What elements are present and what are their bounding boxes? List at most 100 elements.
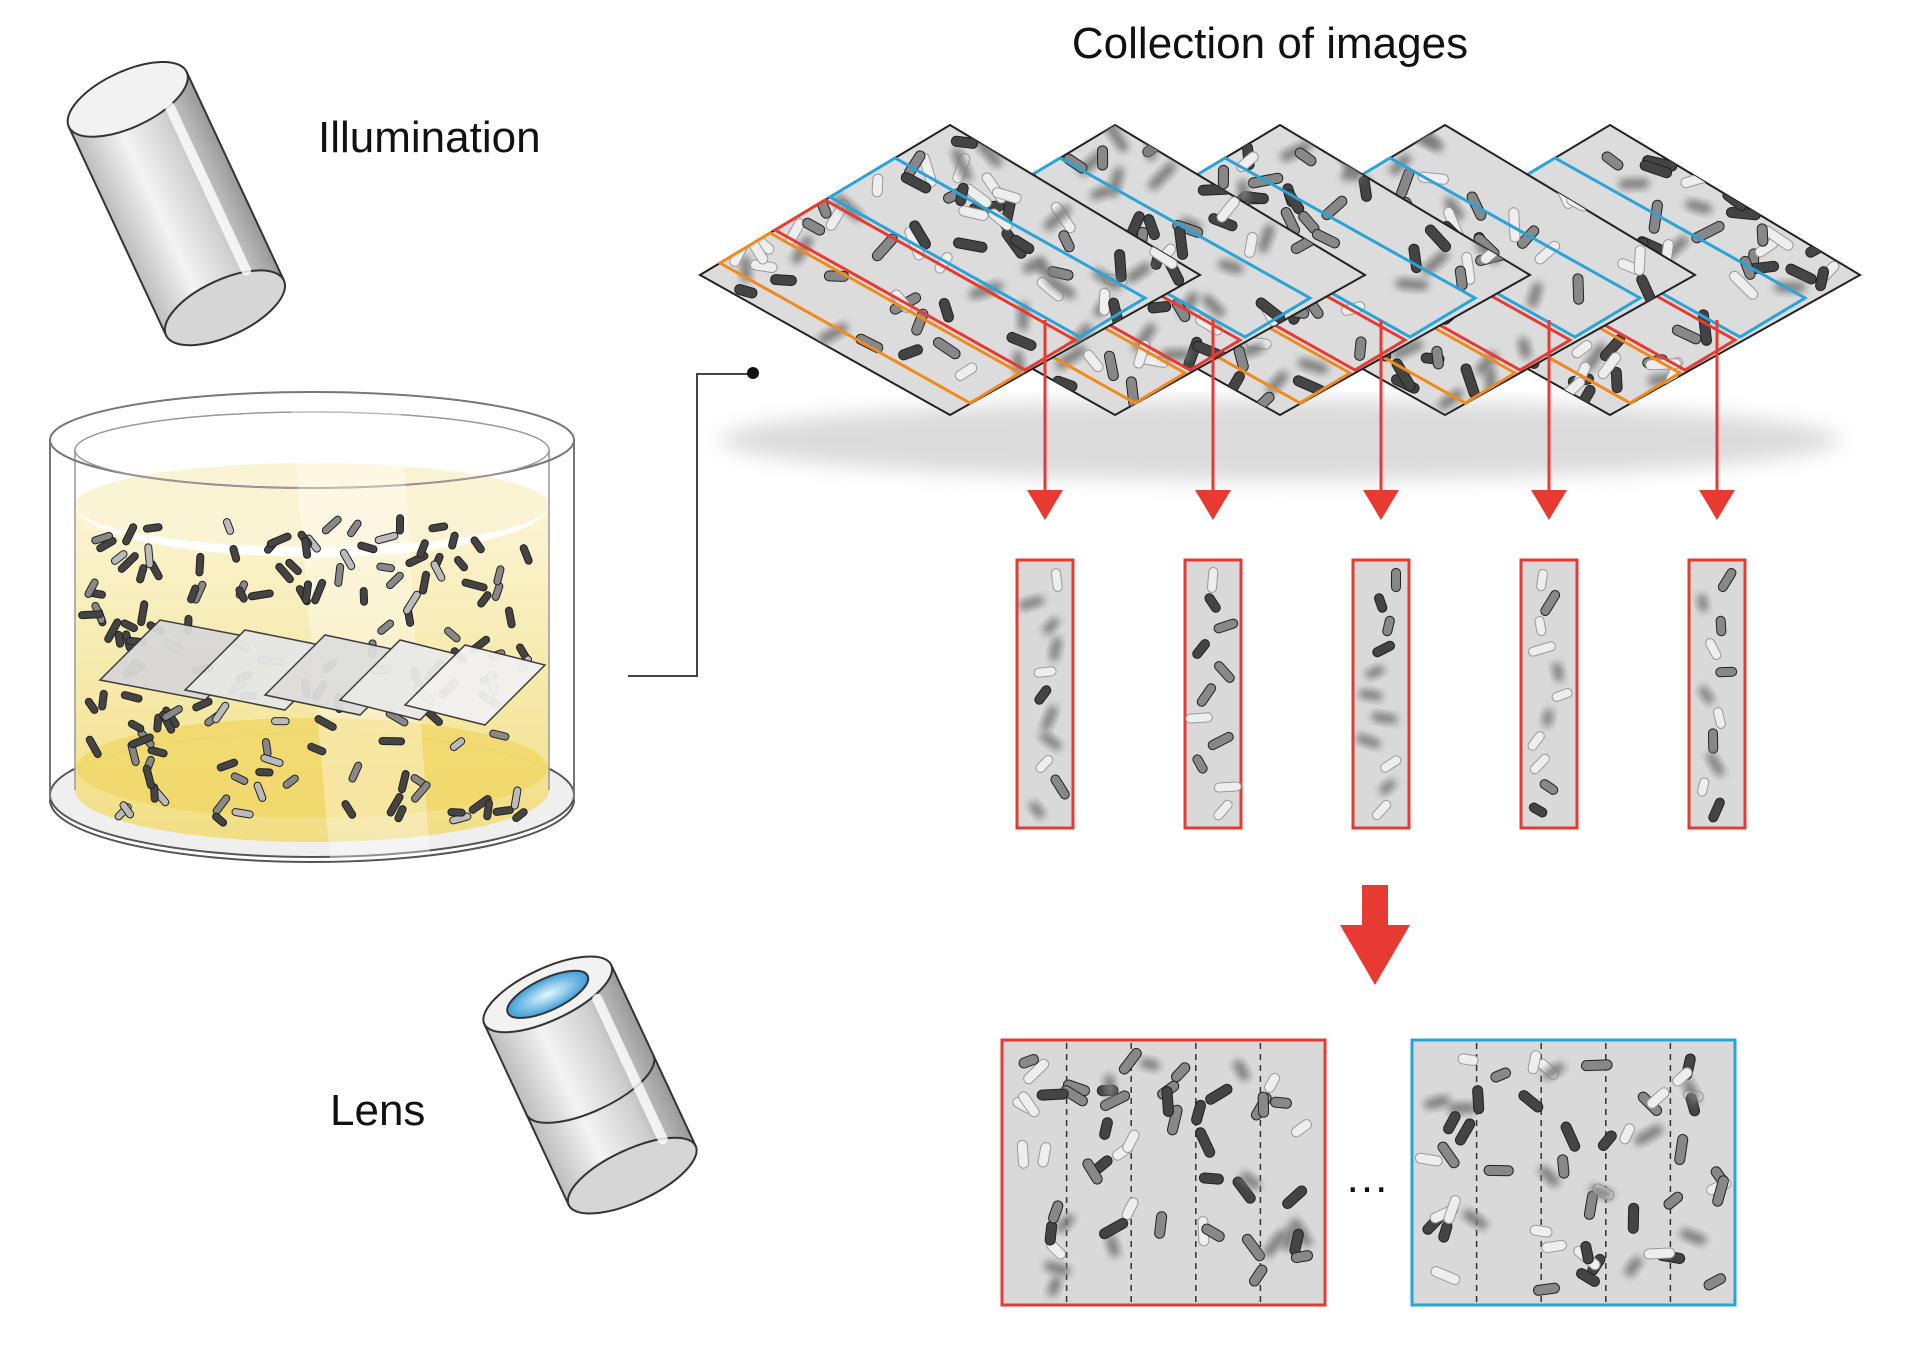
cell: [1697, 777, 1710, 797]
cell: [447, 808, 466, 817]
cell: [954, 362, 978, 381]
strip: [1351, 558, 1411, 830]
cell: [1589, 1184, 1614, 1200]
extracted-strips: [1015, 558, 1747, 830]
cell: [230, 772, 249, 785]
cell: [1248, 1264, 1268, 1287]
cell: [1518, 337, 1532, 359]
cell: [1204, 593, 1221, 613]
cell: [1311, 228, 1340, 249]
cell: [1192, 754, 1208, 774]
cell: [1539, 779, 1559, 795]
cell: [1205, 1083, 1233, 1105]
cell: [1518, 1090, 1544, 1113]
combined-panel: [1000, 1038, 1327, 1307]
cell: [1042, 617, 1059, 635]
cell: [301, 537, 312, 559]
cell: [1672, 1067, 1693, 1087]
cell: [1454, 1118, 1476, 1146]
cell: [348, 761, 363, 783]
cell: [1529, 753, 1551, 775]
down-arrow: [1195, 320, 1231, 520]
cell: [1297, 358, 1329, 374]
cell: [1290, 1250, 1313, 1264]
cell: [117, 552, 139, 573]
cell: [1431, 345, 1444, 370]
cell: [1132, 323, 1156, 353]
cell: [1534, 240, 1561, 265]
light-sheets: [98, 619, 547, 726]
cell: [1206, 567, 1219, 593]
cell: [1597, 1130, 1617, 1151]
cell: [1379, 779, 1396, 795]
cell: [1627, 1202, 1640, 1234]
cell: [91, 531, 114, 545]
cell: [1082, 1158, 1103, 1185]
cell: [153, 713, 163, 733]
cell: [231, 808, 254, 819]
cell: [386, 571, 404, 590]
cell: [430, 560, 446, 582]
cell: [1139, 1058, 1160, 1071]
cell: [1213, 618, 1239, 634]
cell: [1490, 1067, 1512, 1083]
strip: [1519, 558, 1579, 830]
cell: [1646, 1087, 1670, 1109]
cell: [127, 719, 145, 733]
cell: [1217, 164, 1230, 190]
cell: [1018, 1054, 1039, 1069]
cell: [1395, 278, 1429, 291]
combine-arrow: [1340, 885, 1410, 985]
cell: [359, 586, 369, 606]
cell: [341, 800, 357, 819]
cell: [1097, 145, 1109, 171]
cell: [144, 543, 154, 569]
cell: [1618, 178, 1650, 190]
cell: [1356, 733, 1381, 749]
cell: [448, 531, 459, 550]
cell: [504, 606, 516, 629]
extraction-arrows: [1027, 320, 1735, 520]
cell: [1035, 754, 1054, 774]
cell: [1472, 1085, 1485, 1115]
cell: [934, 252, 953, 274]
down-arrow: [1699, 320, 1735, 520]
cell: [1050, 774, 1070, 800]
cell: [900, 172, 932, 194]
cell: [1529, 1224, 1553, 1238]
cell: [247, 589, 274, 601]
cell: [1414, 1152, 1443, 1167]
cell: [1536, 568, 1548, 592]
cell: [909, 220, 931, 250]
cell: [1213, 799, 1233, 821]
cell: [114, 630, 125, 648]
cell: [1207, 731, 1234, 751]
cell: [1643, 1247, 1676, 1260]
cell: [1576, 1268, 1600, 1287]
cell: [1170, 1062, 1191, 1083]
cell: [951, 147, 972, 182]
cell: [938, 298, 954, 323]
cell: [1108, 167, 1124, 197]
cell: [1705, 638, 1722, 660]
cell: [1580, 1059, 1613, 1072]
cell: [137, 600, 149, 627]
cell: [1196, 683, 1217, 707]
cell: [1534, 615, 1547, 637]
cell: [1036, 1088, 1069, 1101]
cell: [932, 337, 961, 360]
cell: [1358, 175, 1372, 202]
cell: [1154, 1211, 1168, 1239]
cell: [314, 715, 337, 731]
beaker: [49, 391, 575, 863]
cell: [84, 578, 99, 598]
cell: [235, 586, 248, 603]
cell: [1580, 1241, 1594, 1265]
cell: [1018, 596, 1045, 610]
cell: [1240, 1171, 1261, 1190]
cell: [255, 768, 274, 777]
cell: [119, 801, 135, 819]
cell: [1358, 689, 1383, 701]
cell: [1715, 666, 1738, 678]
